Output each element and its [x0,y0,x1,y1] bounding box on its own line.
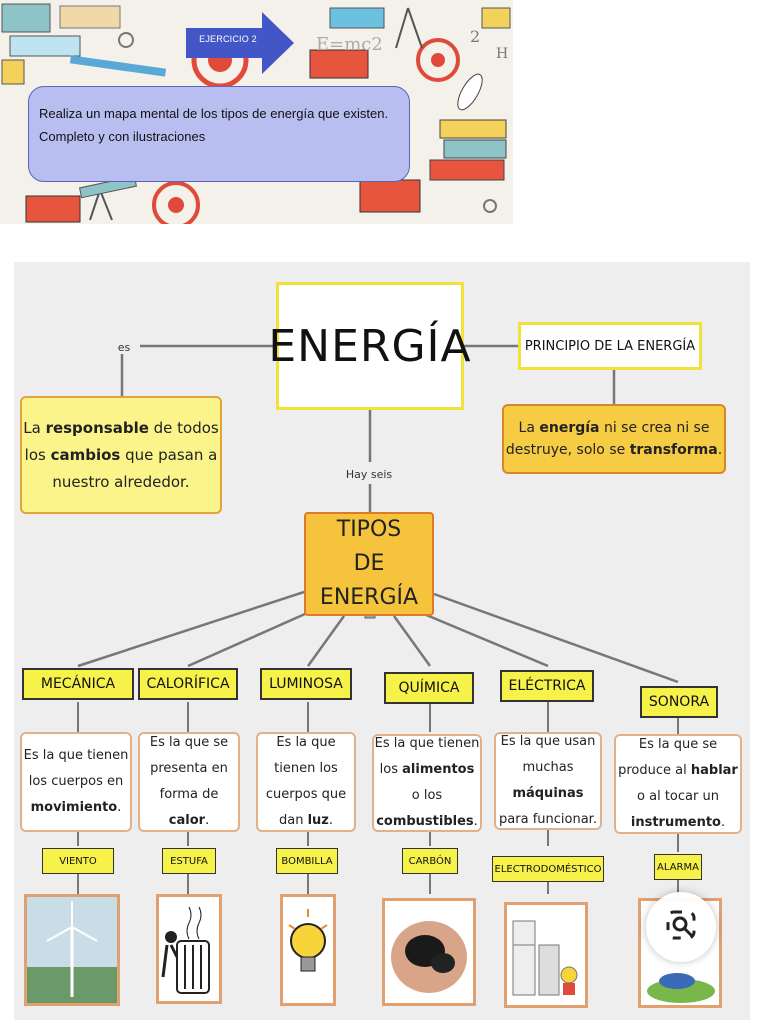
example-electrodomestico: ELECTRODOMÉSTICO [492,856,604,882]
desc-bold: combustibles [376,814,474,829]
desc-calorifica: Es la que se presenta en forma de calor. [138,732,240,832]
principle-bold-1: energía [539,420,600,436]
desc-text: Es la que usan muchas [500,734,596,775]
es-label: es [117,340,131,354]
principle-text-3: . [717,442,723,458]
desc-mecanica: Es la que tienen los cuerpos en movimien… [20,732,132,832]
desc-bold: calor [168,813,206,828]
task-instructions-box: Realiza un mapa mental de los tipos de e… [28,86,410,182]
category-calorifica: CALORÍFICA [138,668,238,700]
example-alarma: ALARMA [654,854,702,880]
desc-text: o al tocar un [637,789,719,804]
energy-mind-map: ENERGÍA es La responsable de todos los c… [14,262,750,1020]
desc-text: . [720,815,726,830]
desc-text: . [117,800,122,815]
heater-icon [156,894,222,1004]
wind-turbine-icon [24,894,120,1006]
svg-text:E=mc2: E=mc2 [316,34,383,55]
coal-icon [382,898,476,1006]
desc-text: Es la que se presenta en forma de [149,735,229,802]
desc-text: para funcionar. [499,812,597,827]
desc-bold: instrumento [630,815,721,830]
hay-seis-label: Hay seis [345,467,393,481]
energy-title: ENERGÍA [268,282,471,410]
appliances-icon [504,902,588,1008]
example-viento: VIENTO [42,848,114,874]
category-mecanica: MECÁNICA [22,668,134,700]
definition-text-1: La [23,418,46,437]
types-title-line-2: DE ENERGÍA [319,551,419,610]
types-title-line-1: TIPOS [336,517,402,542]
exercise-banner: E=mc2 2 H EJERCICIO 2 Realiza un mapa me… [0,0,513,224]
task-line-2: Completo y con ilustraciones [39,129,206,144]
desc-bold: hablar [690,763,738,778]
desc-text: o los [411,788,443,803]
principle-text-1: La [518,420,540,436]
exercise-arrow-button[interactable]: EJERCICIO 2 [186,12,294,74]
desc-bold: luz [307,813,329,828]
definition-text-3: que pasan a nuestro alrededor. [52,445,218,491]
desc-sonora: Es la que se produce al hablar o al toca… [614,734,742,834]
desc-text: Es la que se produce al [618,737,718,778]
connector-lines [77,344,679,898]
desc-text: Es la que tienen los [374,736,480,777]
desc-text: . [328,813,333,828]
definition-card: La responsable de todos los cambios que … [20,396,222,514]
desc-text: . [473,814,478,829]
desc-quimica: Es la que tienen los alimentos o los com… [372,734,482,832]
definition-text-2: de todos los [24,418,219,464]
light-bulb-icon [280,894,336,1006]
svg-text:2: 2 [470,27,480,46]
example-estufa: ESTUFA [162,848,216,874]
principle-text-2: ni se crea ni se destruye, solo se [505,420,710,458]
desc-bold: máquinas [512,786,584,801]
example-carbon: CARBÓN [402,848,458,874]
search-lens-icon[interactable] [646,892,716,962]
principle-bold-2: transforma [629,442,718,458]
category-electrica: ELÉCTRICA [500,670,594,702]
desc-text: Es la que tienen los cuerpos en [23,748,129,789]
svg-text:H: H [496,46,508,62]
category-quimica: QUÍMICA [384,672,474,704]
definition-bold-1: responsable [45,418,149,437]
definition-bold-2: cambios [50,445,121,464]
desc-luminosa: Es la que tienen los cuerpos que dan luz… [256,732,356,832]
energy-types-node: TIPOS DE ENERGÍA [304,512,434,616]
example-bombilla: BOMBILLA [276,848,338,874]
desc-text: Es la que tienen los cuerpos que dan [265,735,347,828]
principle-card: La energía ni se crea ni se destruye, so… [502,404,726,474]
desc-bold: movimiento [30,800,118,815]
task-line-1: Realiza un mapa mental de los tipos de e… [39,106,389,121]
category-luminosa: LUMINOSA [260,668,352,700]
desc-bold: alimentos [402,762,475,777]
desc-electrica: Es la que usan muchas máquinas para func… [494,732,602,830]
principle-title: PRINCIPIO DE LA ENERGÍA [518,322,702,370]
desc-text: . [205,813,210,828]
category-sonora: SONORA [640,686,718,718]
exercise-label: EJERCICIO 2 [199,34,257,44]
